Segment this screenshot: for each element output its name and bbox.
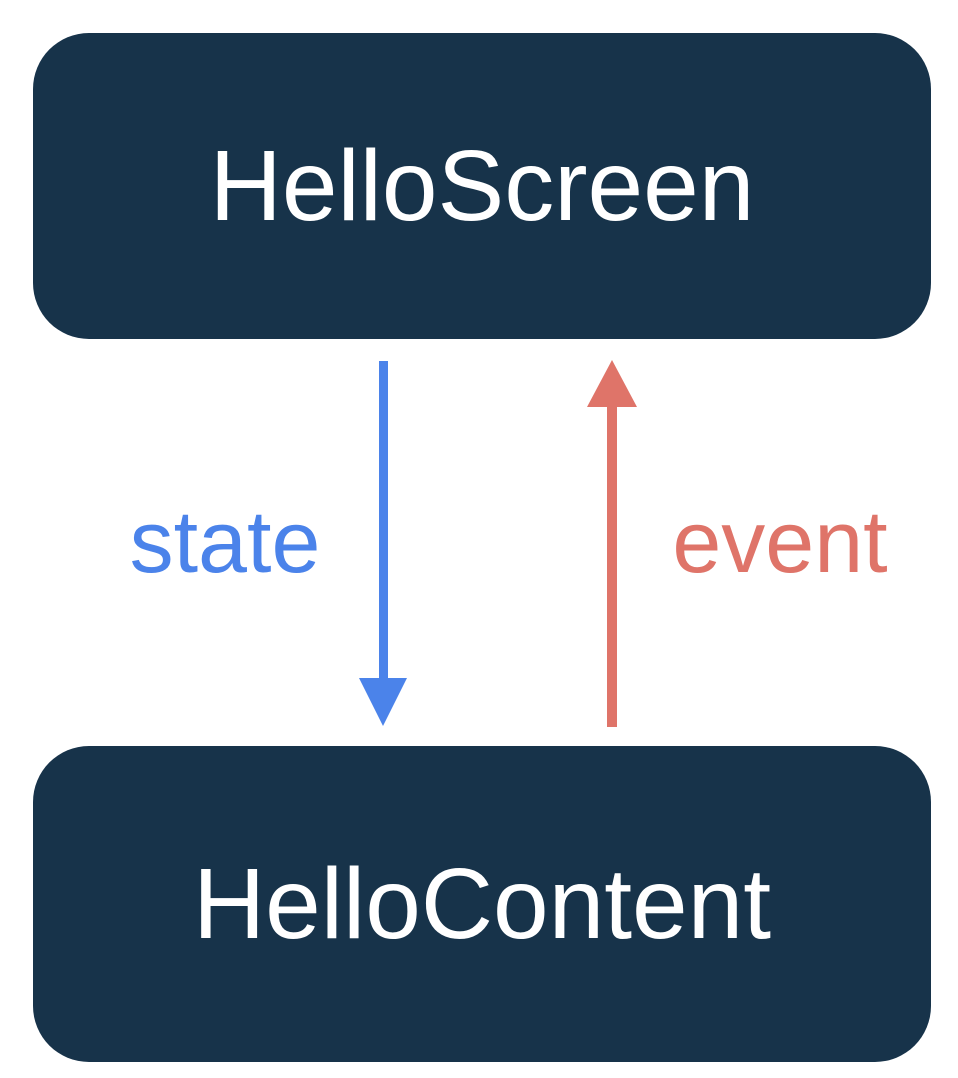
event-arrow-shaft (607, 405, 617, 727)
node-hello-screen-label: HelloScreen (209, 129, 755, 242)
node-hello-content-label: HelloContent (192, 847, 772, 960)
node-hello-screen: HelloScreen (33, 33, 931, 339)
event-edge-label: event (672, 492, 888, 591)
arrow-up-icon (587, 360, 637, 407)
node-hello-content: HelloContent (33, 746, 931, 1062)
arrow-down-icon (359, 678, 407, 726)
state-edge-label: state (129, 492, 321, 591)
state-arrow-shaft (379, 361, 388, 679)
